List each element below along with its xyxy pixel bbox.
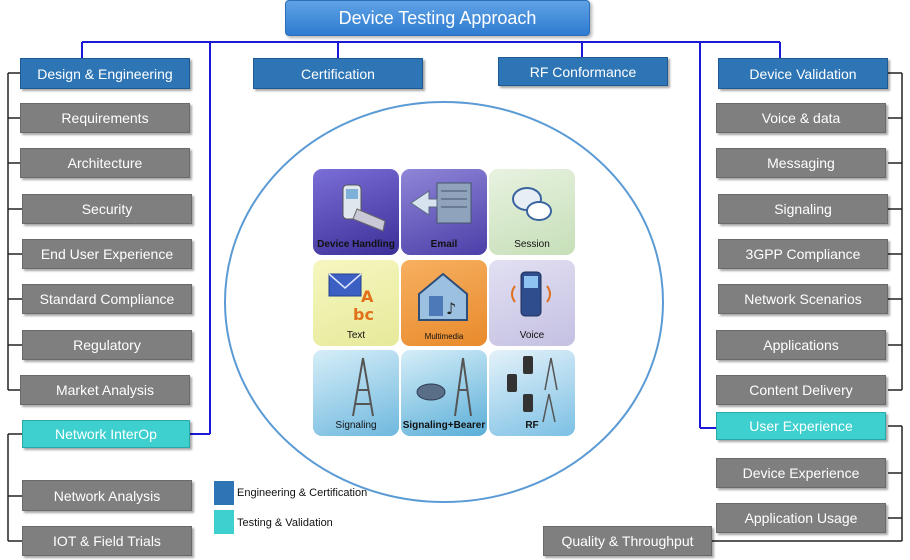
tile-label: Signaling+Bearer bbox=[402, 420, 486, 431]
left-item: Security bbox=[22, 194, 192, 224]
page-title: Device Testing Approach bbox=[285, 0, 590, 36]
user-experience-item: Quality & Throughput bbox=[543, 526, 712, 556]
left-item: End User Experience bbox=[22, 239, 192, 269]
right-item: 3GPP Compliance bbox=[718, 239, 888, 269]
tile-text: A bc Text bbox=[313, 260, 399, 346]
tile-session: Session bbox=[489, 169, 575, 255]
category-rf-conformance: RF Conformance bbox=[498, 57, 668, 86]
user-experience-item: Device Experience bbox=[716, 458, 886, 488]
network-interop-item: IOT & Field Trials bbox=[22, 526, 192, 556]
right-item: Content Delivery bbox=[716, 375, 886, 405]
right-item: Network Scenarios bbox=[718, 284, 888, 314]
category-certification: Certification bbox=[253, 58, 423, 89]
phone-hand-icon bbox=[342, 184, 386, 232]
network-interop-box: Network InterOp bbox=[22, 420, 190, 448]
chat-bubbles-icon bbox=[512, 187, 552, 221]
right-item: Messaging bbox=[716, 148, 886, 178]
tile-label: Email bbox=[430, 239, 458, 250]
tile-email: Email bbox=[401, 169, 487, 255]
envelope-abc-icon: A bc bbox=[328, 273, 374, 324]
right-item: Voice & data bbox=[716, 103, 886, 133]
phones-towers-icon bbox=[507, 356, 558, 423]
right-item: Signaling bbox=[718, 194, 888, 224]
tile-label: Voice bbox=[519, 330, 545, 341]
category-device-validation: Device Validation bbox=[718, 58, 888, 89]
tile-signaling-bearer: Signaling+Bearer bbox=[401, 350, 487, 436]
tile-multimedia: ♪ Multimedia bbox=[401, 260, 487, 346]
right-item: Applications bbox=[716, 330, 886, 360]
network-interop-item: Network Analysis bbox=[22, 480, 192, 511]
router-tower-icon bbox=[416, 357, 472, 417]
tile-label: Text bbox=[346, 330, 366, 341]
tile-label: Signaling bbox=[335, 420, 377, 431]
left-item: Requirements bbox=[20, 103, 190, 133]
left-item: Standard Compliance bbox=[22, 284, 192, 314]
tile-voice: Voice bbox=[489, 260, 575, 346]
left-item: Architecture bbox=[20, 148, 190, 178]
legend-label: Testing & Validation bbox=[237, 517, 333, 529]
svg-text:bc: bc bbox=[353, 305, 374, 324]
svg-text:♪: ♪ bbox=[446, 299, 456, 318]
tile-rf: RF bbox=[489, 350, 575, 436]
email-server-icon bbox=[410, 182, 472, 224]
user-experience-item: Application Usage bbox=[716, 503, 886, 533]
legend-swatch-teal bbox=[214, 510, 234, 534]
tile-label: Device Handling bbox=[317, 239, 395, 250]
left-item: Market Analysis bbox=[20, 375, 190, 405]
tile-device-handling: Device Handling bbox=[313, 169, 399, 255]
multimedia-house-icon: ♪ bbox=[418, 272, 468, 321]
phone-speaker-icon bbox=[511, 271, 551, 317]
center-circle bbox=[224, 101, 664, 503]
legend-label: Engineering & Certification bbox=[237, 487, 368, 499]
left-item: Regulatory bbox=[22, 330, 192, 360]
tile-label: Session bbox=[514, 239, 550, 250]
tile-label: Multimedia bbox=[424, 332, 464, 341]
cell-tower-icon bbox=[352, 357, 374, 417]
category-design-engineering: Design & Engineering bbox=[20, 58, 190, 89]
legend-swatch-blue bbox=[214, 481, 234, 505]
tile-signaling: Signaling bbox=[313, 350, 399, 436]
user-experience-box: User Experience bbox=[716, 412, 886, 440]
svg-text:A: A bbox=[361, 287, 374, 306]
tile-label: RF bbox=[525, 420, 539, 431]
